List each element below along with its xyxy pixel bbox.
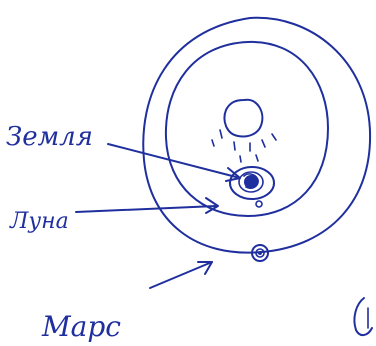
sun-ray-5 [272, 134, 276, 140]
moon-arrow [76, 206, 216, 212]
sun-ray-2 [234, 142, 235, 150]
sun-circle [225, 100, 263, 137]
sun-ray-8 [256, 155, 258, 161]
earth-label: Земля [6, 122, 93, 152]
mars-label: Марс [41, 310, 121, 343]
sun-ray-1 [220, 130, 222, 138]
outer-orbit [143, 18, 370, 253]
mars-dot [258, 251, 262, 255]
moon-circle [256, 201, 262, 207]
partial-sketch [354, 298, 372, 335]
mars-arrow [150, 262, 212, 288]
moon-label: Луна [9, 209, 69, 234]
sun-ray-6 [212, 140, 214, 146]
sun-ray-4 [262, 140, 265, 147]
sun-ray-7 [240, 156, 241, 162]
inner-orbit [166, 42, 328, 216]
